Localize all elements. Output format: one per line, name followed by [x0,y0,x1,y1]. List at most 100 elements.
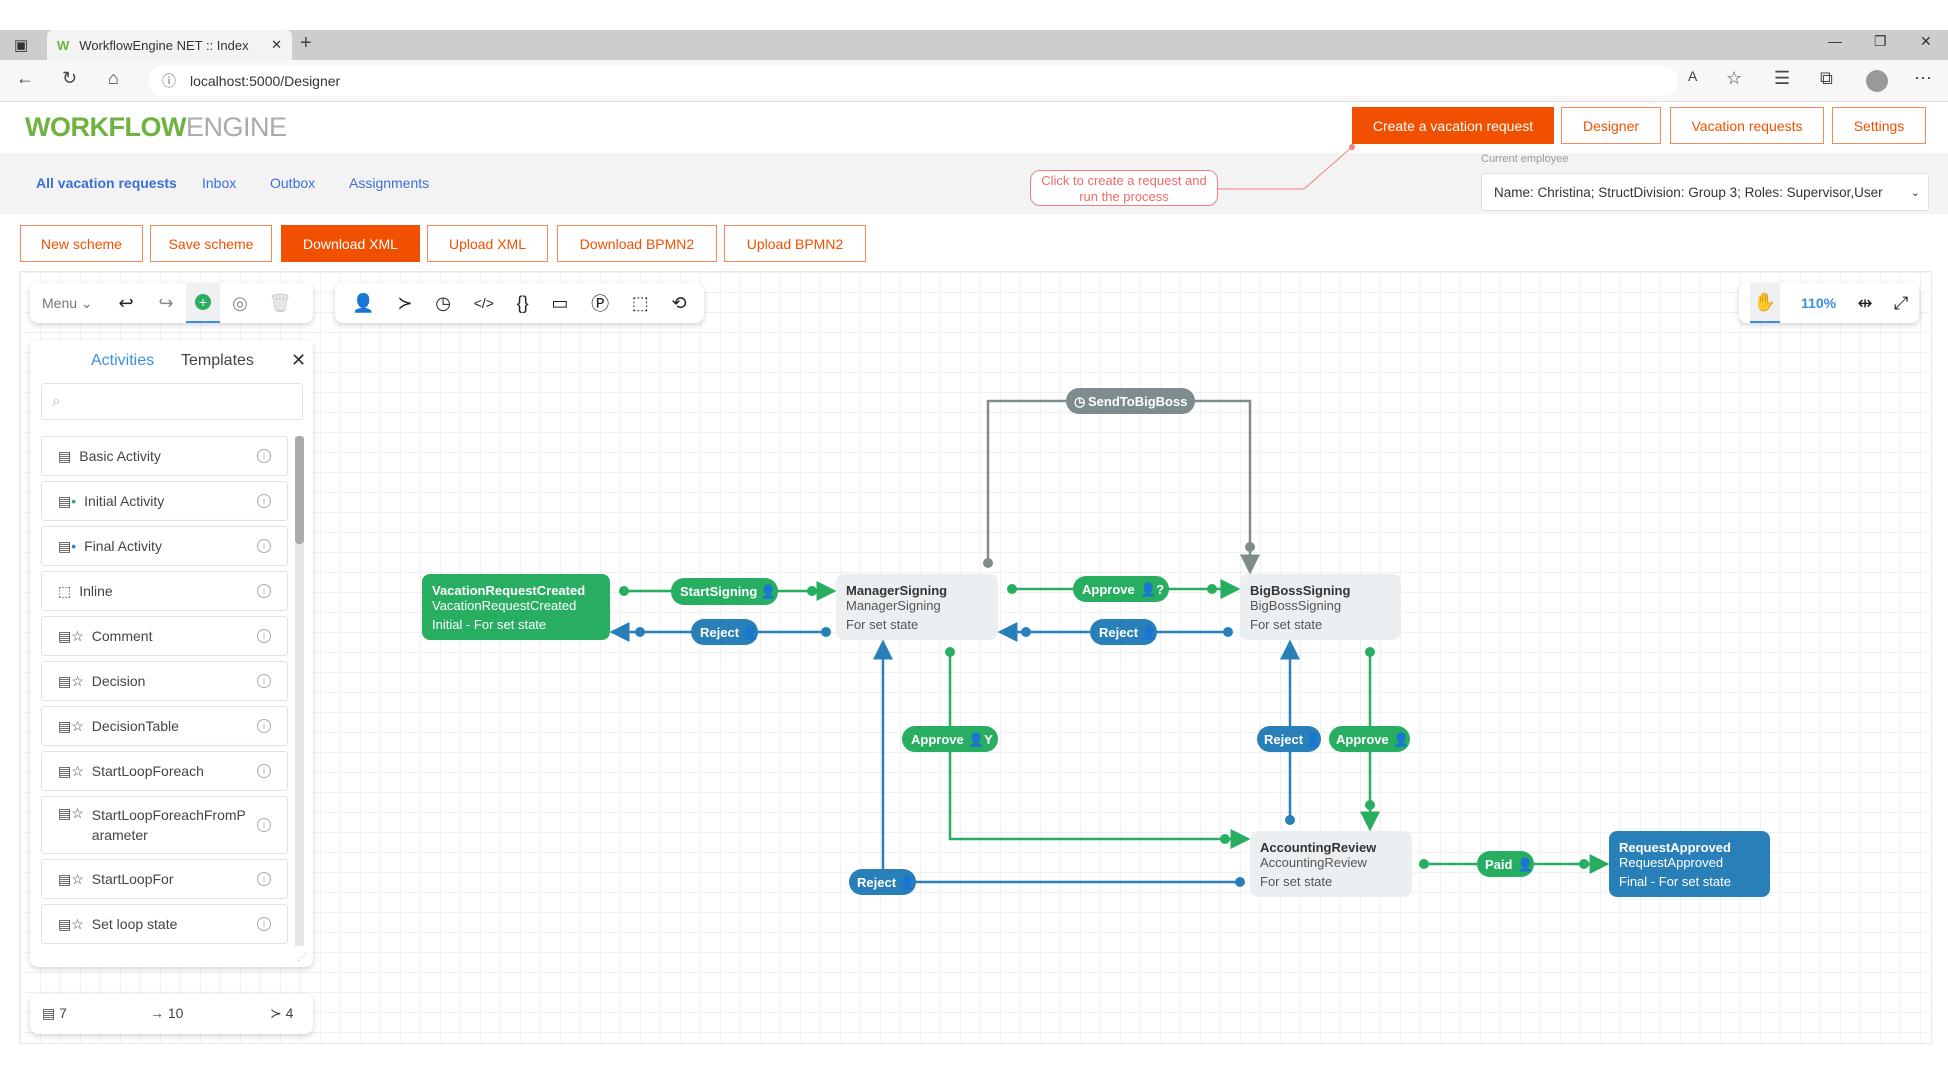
fit-width-icon[interactable]: ⇹ [1857,292,1873,313]
resize-handle-icon[interactable]: ⋰ [297,952,307,963]
parameter-icon[interactable]: Ⓟ [591,294,610,314]
nav-inbox[interactable]: Inbox [202,175,237,191]
close-tab-icon[interactable]: ✕ [271,37,282,52]
comment-icon[interactable]: ▭ [551,292,569,313]
vacation-requests-button[interactable]: Vacation requests [1670,107,1824,144]
nav-assignments[interactable]: Assignments [349,175,430,191]
selection-icon[interactable]: ⬚ [631,292,649,313]
logo[interactable]: WORKFLOWENGINE [25,112,287,142]
new-tab-icon[interactable]: + [300,32,312,54]
favorite-add-icon[interactable]: ☆ [1726,68,1743,88]
zoom-level[interactable]: 110% [1801,295,1837,311]
fullscreen-icon[interactable]: ⤢ [1893,292,1909,313]
search-input[interactable]: ⌕ [41,383,303,420]
history-icon[interactable]: ⟲ [671,292,687,313]
timer-icon[interactable]: ◷ [435,292,451,313]
tab-actions-icon[interactable]: ▣ [14,37,29,54]
back-icon[interactable]: ← [16,68,34,88]
collections-icon[interactable]: ⧉ [1820,68,1833,88]
browser-tab[interactable]: W WorkflowEngine NET :: Index ✕ [47,30,292,60]
download-bpmn2-button[interactable]: Download BPMN2 [557,225,717,262]
upload-bpmn2-button[interactable]: Upload BPMN2 [724,225,866,262]
tab-templates[interactable]: Templates [181,352,254,369]
more-icon[interactable]: ⋯ [1914,68,1932,88]
minimize-icon[interactable]: — [1828,33,1842,49]
info-icon[interactable]: i [257,629,271,643]
menu-button[interactable]: Menu ⌄ [42,294,93,311]
nav-all-vacation-requests[interactable]: All vacation requests [36,175,177,191]
info-icon[interactable]: i [257,764,271,778]
template-activity-icon: ▤☆ [58,915,84,932]
restore-icon[interactable]: ❐ [1874,33,1887,49]
nav-outbox[interactable]: Outbox [270,175,316,191]
command-icon[interactable]: ≻ [397,292,413,313]
info-icon[interactable]: i [257,584,271,598]
svg-text:ManagerSigning: ManagerSigning [846,598,941,613]
home-icon[interactable]: ⌂ [108,68,119,88]
svg-text:👤: 👤 [1141,625,1157,640]
info-icon[interactable]: i [257,818,271,832]
designer-button[interactable]: Designer [1561,107,1661,144]
new-scheme-button[interactable]: New scheme [20,225,143,262]
transition-count: → 10 [150,1005,184,1021]
svg-text:Approve: Approve [911,732,964,747]
panel-scrollbar[interactable] [295,436,304,946]
delete-icon[interactable]: 🗑 [268,292,292,313]
toggle-icon[interactable]: ◎ [232,292,248,313]
activity-icon: ▤ [58,447,72,464]
node-vacationrequestcreated: VacationRequestCreated VacationRequestCr… [422,574,610,640]
save-scheme-button[interactable]: Save scheme [150,225,272,262]
add-activity-icon[interactable]: + [186,283,220,323]
refresh-icon[interactable]: ↻ [62,68,78,88]
create-vacation-request-button[interactable]: Create a vacation request [1352,107,1554,144]
info-icon[interactable]: i [257,674,271,688]
download-xml-button[interactable]: Download XML [281,225,420,262]
info-icon[interactable]: i [257,872,271,886]
url-input[interactable]: ⓘ localhost:5000/Designer [148,66,1678,96]
close-window-icon[interactable]: ✕ [1920,33,1932,49]
info-icon[interactable]: i [257,494,271,508]
svg-text:AccountingReview: AccountingReview [1260,855,1368,870]
undo-icon[interactable]: ↩ [118,292,134,313]
svg-text:VacationRequestCreated: VacationRequestCreated [432,583,585,598]
svg-text:Approve: Approve [1082,582,1135,597]
employee-select[interactable]: Name: Christina; StructDivision: Group 3… [1481,173,1929,211]
browser-tab-bar [0,30,1948,60]
info-icon[interactable]: i [257,449,271,463]
redo-icon[interactable]: ↪ [158,292,174,313]
command-count: ≻ 4 [270,1005,294,1021]
tab-activities[interactable]: Activities [91,352,155,369]
close-panel-icon[interactable]: ✕ [291,350,307,370]
upload-xml-button[interactable]: Upload XML [427,225,548,262]
svg-text:For set state: For set state [1250,617,1322,632]
profile-avatar[interactable] [1866,70,1888,92]
read-aloud-icon[interactable]: A [1688,68,1698,84]
code-icon[interactable]: </> [473,295,494,311]
info-icon[interactable]: i [257,539,271,553]
transition-approve-2: Approve👤Y [902,726,998,752]
designer-canvas[interactable] [19,271,1932,1044]
svg-text:👤?: 👤? [1140,582,1164,597]
inline-icon: ⬚ [58,582,72,599]
connector-dots [619,542,1589,887]
info-icon[interactable]: i [257,719,271,733]
activities-panel: Activities Templates ✕ ⌕ ▤Basic Activity… [30,340,313,967]
settings-button[interactable]: Settings [1832,107,1926,144]
main-toolbar: Menu ⌄ ↩ ↪ + ◎ 🗑 [30,283,313,323]
info-icon[interactable]: i [257,917,271,931]
favorites-icon[interactable]: ☰ [1774,68,1791,88]
braces-icon[interactable]: {} [516,292,529,313]
pan-hand-icon[interactable]: ✋ [1749,283,1780,323]
actor-icon[interactable]: 👤 [352,292,375,313]
